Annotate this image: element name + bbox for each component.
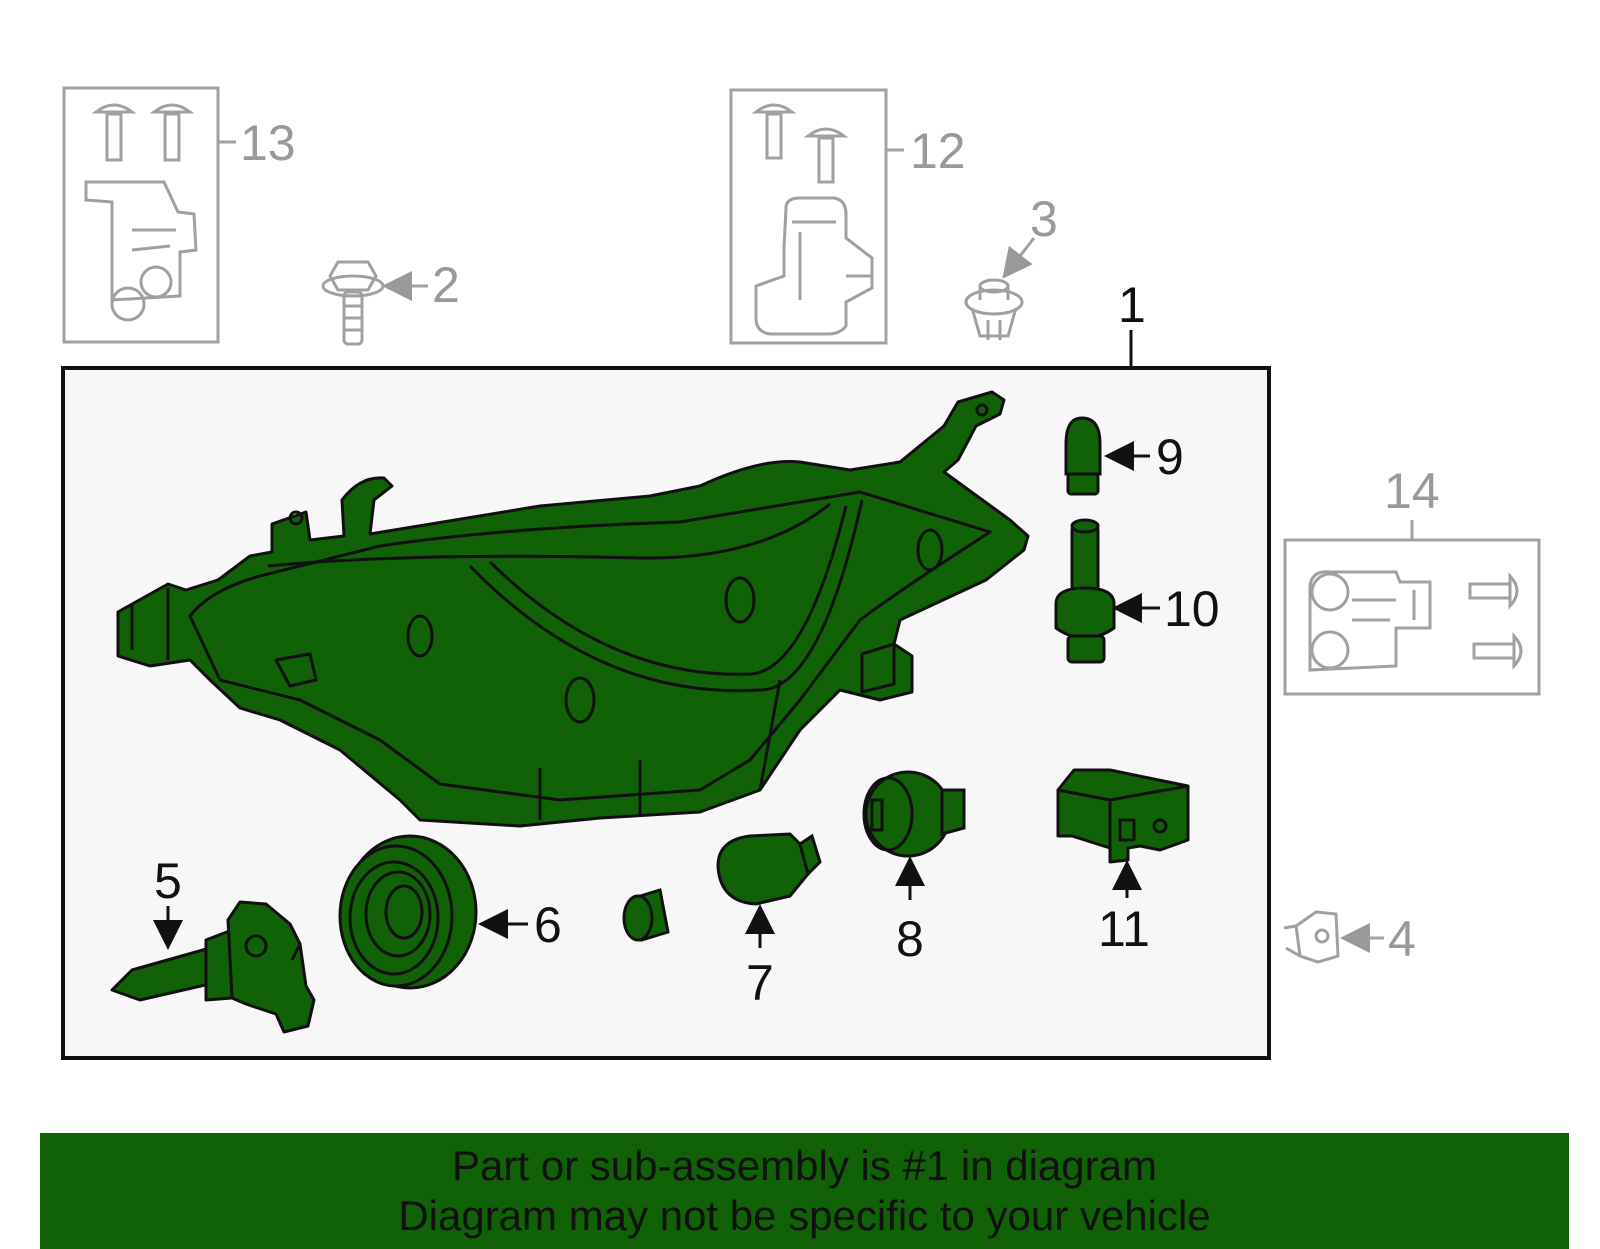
adjuster-hole [916, 528, 944, 572]
callout-13: 13 [240, 115, 296, 171]
callout-3: 3 [1030, 191, 1058, 247]
callout-6: 6 [534, 897, 562, 953]
halogen-bulb-icon [110, 900, 316, 1034]
part-14-box [1283, 538, 1541, 696]
bracket-icon [754, 196, 874, 336]
part-11-group[interactable] [1056, 768, 1190, 898]
banner-line-2: Diagram may not be specific to your vehi… [398, 1192, 1211, 1239]
adjuster-hole [564, 676, 596, 724]
callout-1: 1 [1118, 277, 1146, 333]
part-5-group[interactable] [110, 900, 316, 1034]
adjuster-hole [724, 576, 756, 624]
bracket-icon [1308, 570, 1432, 672]
screw-icon [751, 103, 849, 184]
callout-12: 12 [910, 123, 966, 179]
bushing-icon [622, 888, 670, 942]
wedge-bulb-icon [1064, 416, 1102, 496]
bracket-icon [84, 180, 198, 322]
part-4-group[interactable] [1283, 910, 1384, 964]
headlamp-assembly[interactable] [116, 390, 1030, 828]
notice-banner: Part or sub-assembly is #1 in diagram Di… [40, 1133, 1569, 1249]
callout-8: 8 [896, 911, 924, 967]
bulb-socket-icon [862, 770, 966, 858]
screw-icon [91, 103, 195, 162]
part-9-group[interactable] [1064, 416, 1150, 496]
part-3-group[interactable] [964, 237, 1036, 340]
part-8-group[interactable] [862, 770, 966, 900]
adjuster-hole [406, 614, 434, 658]
part-12-box [729, 88, 888, 345]
callout-11: 11 [1098, 901, 1150, 957]
clip-icon [964, 278, 1024, 340]
callout-9: 9 [1156, 429, 1184, 485]
part-13-group[interactable] [62, 86, 236, 344]
part-7-group[interactable] [716, 832, 822, 948]
wedge-bulb-icon [716, 832, 822, 906]
leader-arrow-3 [1002, 237, 1036, 279]
flange-bolt-icon [321, 260, 385, 346]
bulb-socket-icon [1054, 518, 1116, 664]
screw-icon [1468, 572, 1523, 670]
part-10-group[interactable] [1054, 518, 1160, 664]
part-2-group[interactable] [321, 260, 428, 346]
callout-7: 7 [746, 955, 774, 1011]
callout-4: 4 [1388, 911, 1416, 967]
callout-2: 2 [432, 257, 460, 313]
part-14-group[interactable] [1283, 520, 1541, 696]
callout-5: 5 [154, 853, 182, 909]
dust-cap-icon [338, 834, 478, 990]
part-12-group[interactable] [729, 88, 904, 345]
clip-nut-icon [1283, 910, 1340, 964]
callout-10: 10 [1164, 581, 1220, 637]
callout-14: 14 [1384, 463, 1440, 519]
banner-line-1: Part or sub-assembly is #1 in diagram [452, 1142, 1157, 1189]
part-13-box [62, 86, 220, 344]
leveling-module-icon [1056, 768, 1190, 864]
part-6-group[interactable] [338, 834, 528, 990]
